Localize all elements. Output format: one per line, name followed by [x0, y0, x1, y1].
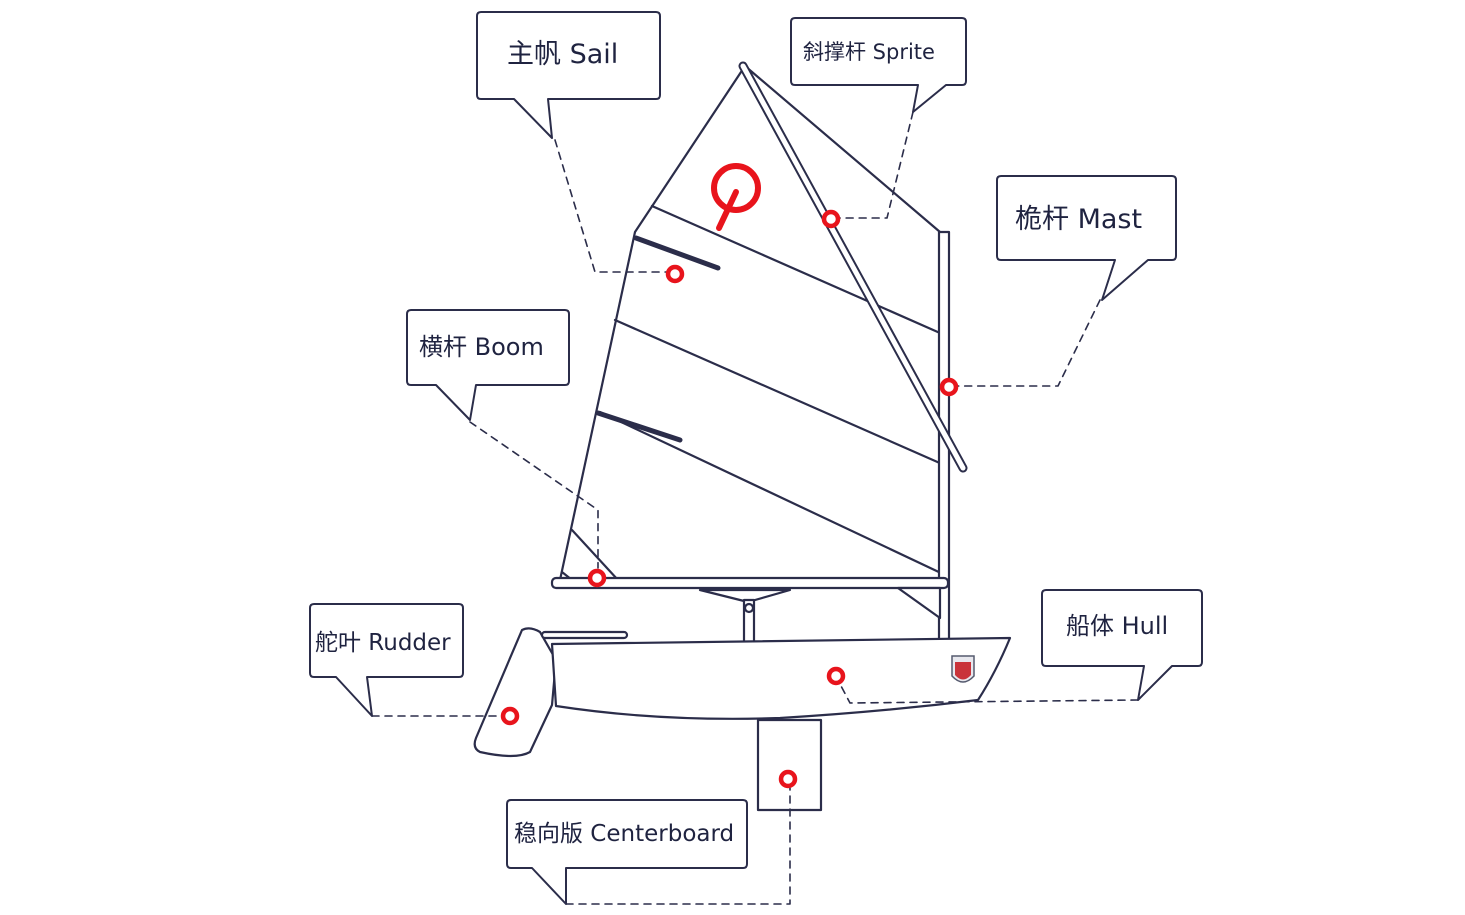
sprite-drawing	[738, 61, 968, 473]
sprite-marker	[821, 209, 841, 229]
boom-label: 横杆 Boom	[419, 333, 544, 361]
rudder-callout-box	[309, 603, 464, 717]
rudder-drawing	[473, 627, 629, 758]
sail-label: 主帆 Sail	[507, 39, 618, 70]
boom-drawing	[550, 576, 950, 648]
centerboard-marker	[778, 769, 798, 789]
callout-bubbles	[309, 11, 1203, 905]
hull-marker	[826, 666, 846, 686]
callout-connectors	[371, 111, 1139, 905]
sail-callout-box	[476, 11, 661, 139]
rudder-label: 舵叶 Rudder	[315, 630, 451, 656]
centerboard-label: 稳向版 Centerboard	[514, 821, 734, 847]
markers	[500, 209, 959, 789]
hull-callout-box	[1041, 589, 1203, 701]
boom-callout-box	[406, 309, 570, 421]
hull-label: 船体 Hull	[1066, 612, 1168, 640]
mast-marker	[939, 377, 959, 397]
hull-badge-logo	[951, 655, 975, 683]
sprite-callout-box	[790, 17, 967, 113]
mast-label: 桅杆 Mast	[1015, 204, 1142, 235]
centerboard-callout-box	[506, 799, 748, 905]
sail-drawing	[558, 64, 947, 582]
rudder-marker	[500, 706, 520, 726]
hull-drawing	[550, 636, 1012, 720]
sprite-label: 斜撑杆 Sprite	[803, 40, 935, 64]
centerboard-drawing	[756, 718, 823, 812]
boom-marker	[587, 568, 607, 588]
mast-callout-box	[996, 175, 1177, 301]
sail-marker	[665, 264, 685, 284]
sail-insignia-logo	[711, 163, 761, 231]
